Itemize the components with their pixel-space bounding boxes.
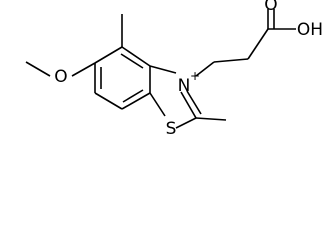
bond-o-methyl [25, 61, 51, 77]
bond-set [25, 9, 296, 129]
bond-c6-c7 [94, 92, 123, 110]
molecule-drawing: O N + S O OH [25, 0, 323, 139]
atom-carbonyl-oxygen: O [264, 0, 277, 15]
bond-n-ch2 [195, 61, 215, 77]
atom-methoxy-oxygen: O [54, 67, 67, 87]
bond-c5-o [71, 62, 96, 77]
atom-labels: O N + S O OH [54, 0, 323, 139]
bond-c3a-n [149, 65, 177, 74]
double-bond-n-c2 [186, 90, 202, 115]
bond-s-c7a [149, 92, 166, 117]
bond-n-c2 [180, 91, 197, 119]
atom-nitrogen-charge: + [190, 69, 200, 83]
bond-c2-s [175, 117, 197, 129]
atom-hydroxyl: OH [297, 20, 323, 40]
bond-ch2-ch2 [213, 58, 249, 63]
double-bond-inner-3 [122, 89, 144, 103]
bond-c4-c5 [94, 46, 123, 64]
bond-c7-c7a [121, 92, 151, 110]
structure-canvas: O N + S O OH [25, 0, 323, 139]
atom-ring-nitrogen: N [178, 76, 191, 96]
double-bond-inner-1 [120, 53, 144, 69]
bond-c3a-c4 [121, 46, 151, 67]
atom-ring-sulfur: S [166, 119, 177, 139]
bond-ch2-cooh [247, 28, 269, 60]
bond-c2-methyl [195, 117, 227, 121]
